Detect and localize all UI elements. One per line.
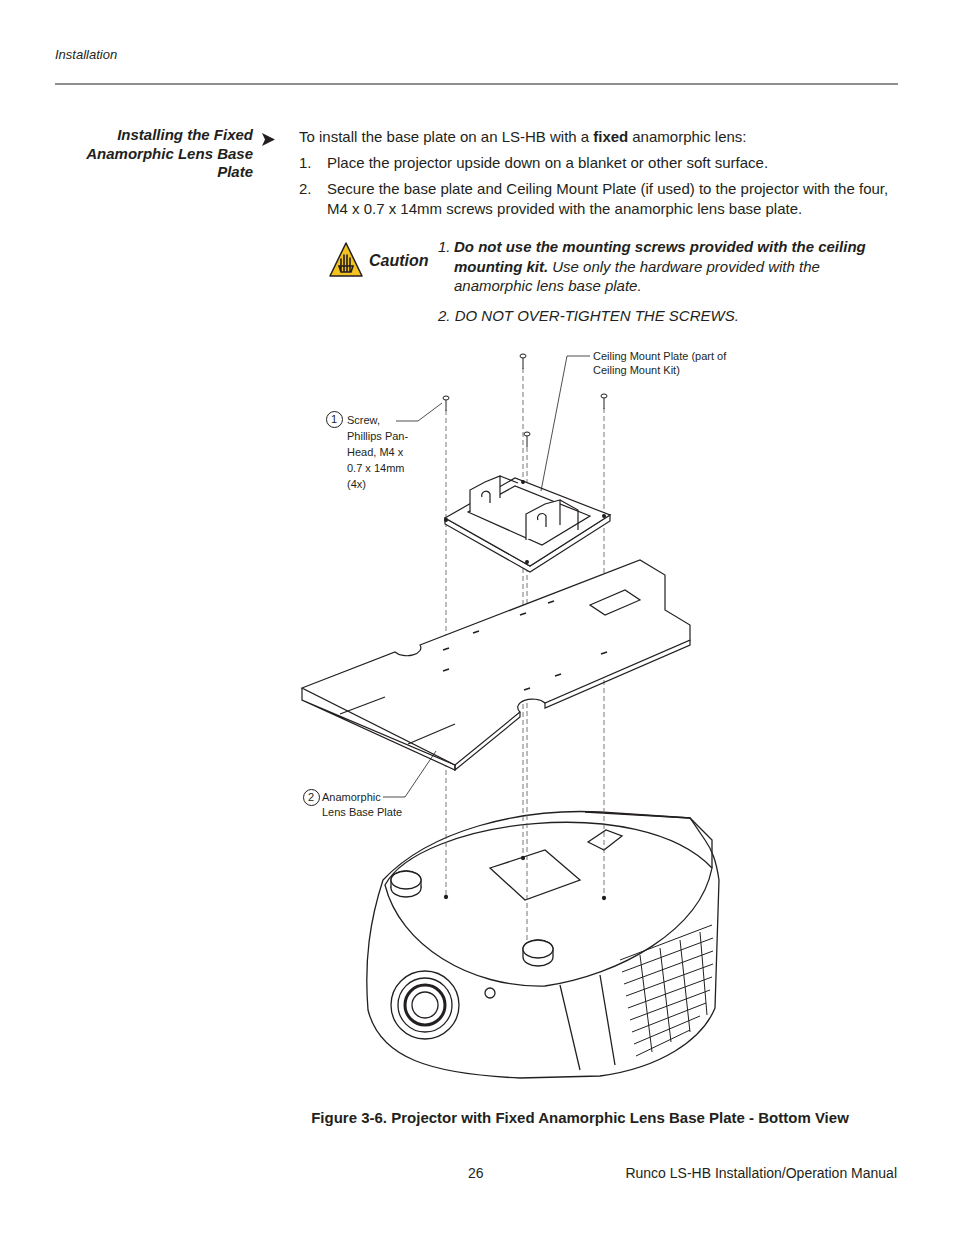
callout-text: 2 (308, 792, 314, 803)
header-rule (55, 84, 898, 85)
projector (367, 812, 719, 1078)
section-title: Installing the Fixed Anamorphic Lens Bas… (58, 126, 253, 182)
callout-text: 1 (331, 414, 337, 425)
caution-text: 2. DO NOT OVER-TIGHTEN THE SCREWS. (438, 306, 894, 326)
caution-heading: Caution (369, 251, 439, 270)
body-text: anamorphic lens: (632, 128, 746, 145)
running-header: Installation (55, 47, 255, 63)
step-text: Secure the base plate and Ceiling Mount … (327, 179, 897, 219)
section-arrow (262, 133, 275, 146)
callout-number: 1 (326, 411, 343, 428)
callout-number: 2 (303, 789, 320, 806)
intro-paragraph: To install the base plate on an LS-HB wi… (299, 127, 899, 147)
footer-title: Runco LS-HB Installation/Operation Manua… (600, 1165, 897, 1182)
body-text: To install the base plate on an LS-HB wi… (299, 128, 589, 145)
step-number: 1. (299, 153, 323, 173)
ceiling-mount-plate (445, 476, 610, 572)
caution-item: Do not use the mounting screws provided … (454, 237, 894, 296)
leader-lines (383, 356, 590, 797)
caution-icon (330, 243, 362, 276)
screws (443, 354, 607, 447)
part-label: Ceiling Mount Plate (part of Ceiling Mou… (593, 349, 743, 377)
part-label: Screw, Phillips Pan-Head, M4 x 0.7 x 14m… (347, 412, 413, 492)
step-number: 2. (299, 179, 323, 199)
step-text: Place the projector upside down on a bla… (327, 153, 897, 173)
body-text-bold: fixed (593, 128, 628, 145)
caution-number: 1. (438, 237, 454, 257)
page-number: 26 (468, 1165, 498, 1182)
figure-caption: Figure 3-6. Projector with Fixed Anamorp… (250, 1109, 910, 1127)
part-label: Anamorphic Lens Base Plate (322, 790, 406, 820)
anamorphic-lens-base-plate (302, 560, 690, 770)
